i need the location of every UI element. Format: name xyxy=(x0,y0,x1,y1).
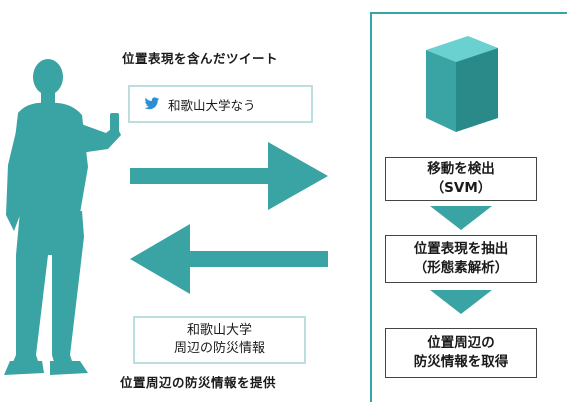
info-box-line2: 周辺の防災情報 xyxy=(173,341,265,356)
arrow-down-icon xyxy=(430,206,492,230)
server-box-icon xyxy=(426,36,498,132)
step3-line1: 位置周辺の xyxy=(427,335,495,351)
step1-line1: 移動を検出 xyxy=(427,161,495,177)
step1-line2: （SVM） xyxy=(430,180,492,196)
arrow-down-icon xyxy=(430,290,492,314)
server-panel xyxy=(370,12,567,402)
person-with-phone-icon xyxy=(4,59,121,375)
info-box-line1: 和歌山大学 xyxy=(186,323,252,338)
step-box-get-disaster-info: 位置周辺の 防災情報を取得 xyxy=(385,328,537,378)
info-section-caption: 位置周辺の防災情報を提供 xyxy=(120,375,277,390)
tweet-text: 和歌山大学なう xyxy=(168,97,256,113)
step2-line1: 位置表現を抽出 xyxy=(413,241,509,257)
step3-line2: 防災情報を取得 xyxy=(413,354,509,370)
tweet-box: 和歌山大学なう xyxy=(128,85,313,123)
step-box-extract-location: 位置表現を抽出 （形態素解析） xyxy=(385,235,537,283)
arrow-right-icon xyxy=(130,142,328,210)
tweet-section-heading: 位置表現を含んだツイート xyxy=(122,51,279,66)
step-box-detect-movement: 移動を検出 （SVM） xyxy=(385,157,537,201)
disaster-info-box: 和歌山大学 周辺の防災情報 xyxy=(133,316,306,364)
step2-line2: （形態素解析） xyxy=(413,260,509,276)
twitter-bird-icon xyxy=(144,97,160,110)
arrow-left-icon xyxy=(130,224,328,294)
